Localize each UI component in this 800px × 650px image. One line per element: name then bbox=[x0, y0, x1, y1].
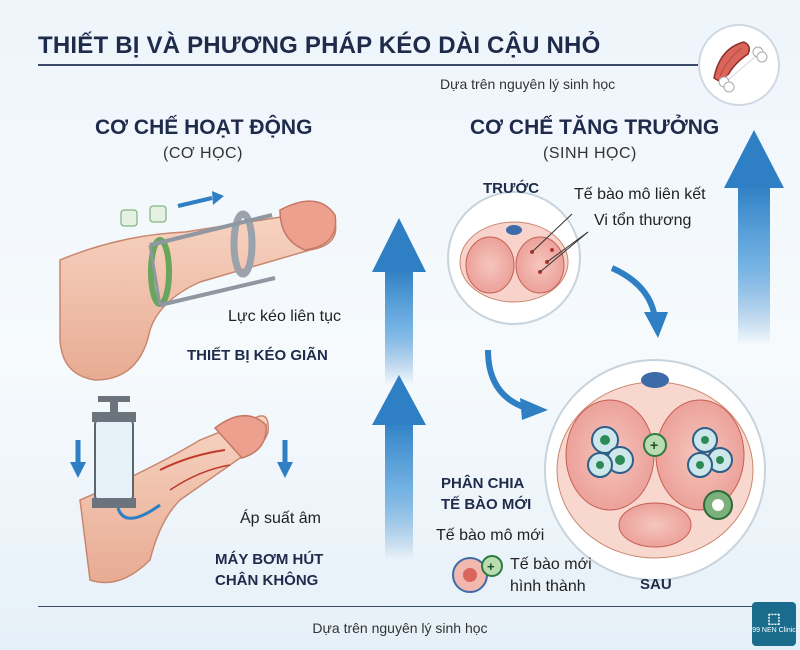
biological-heading: CƠ CHẾ TĂNG TRƯỞNG bbox=[470, 116, 720, 139]
new-tissue-label: Tế bào mô mới bbox=[436, 527, 545, 544]
cross-section-before bbox=[447, 191, 589, 325]
muscle-bone-icon bbox=[698, 24, 780, 106]
traction-force-label: Lực kéo liên tục bbox=[228, 308, 341, 325]
curved-arrow-down bbox=[610, 265, 658, 319]
vacuum-pump-illustration bbox=[70, 396, 293, 584]
logo-text: 99 NEN Clinic bbox=[752, 627, 796, 634]
curved-arrow-right bbox=[485, 349, 528, 411]
traction-device-label: THIẾT BỊ KÉO GIÃN bbox=[187, 347, 328, 364]
vacuum-pump-label-line2: CHÂN KHÔNG bbox=[215, 572, 319, 589]
negative-pressure-label: Áp suất âm bbox=[240, 510, 321, 527]
new-cell-label-line2: hình thành bbox=[510, 578, 586, 595]
mechanical-heading: CƠ CHẾ HOẠT ĐỘNG bbox=[95, 116, 313, 139]
connective-tissue-label: Tế bào mô liên kết bbox=[574, 186, 706, 203]
title-divider bbox=[38, 64, 728, 66]
traction-device-illustration bbox=[59, 191, 337, 381]
footer-divider bbox=[38, 606, 762, 607]
vacuum-pump-label-line1: MÁY BƠM HÚT bbox=[215, 551, 324, 568]
cell-division-label-line2: TẾ BÀO MỚI bbox=[441, 496, 532, 513]
svg-text:+: + bbox=[487, 559, 495, 574]
new-cell-label-line1: Tế bào mới bbox=[510, 556, 592, 573]
mechanical-subheading: (CƠ HỌC) bbox=[163, 145, 243, 162]
new-cell-icon: + bbox=[452, 555, 503, 593]
logo-mark-icon: ⬚ bbox=[767, 610, 781, 626]
cross-section-after: + bbox=[544, 359, 766, 581]
clinic-logo: ⬚ 99 NEN Clinic bbox=[752, 602, 796, 646]
page-subtitle: Dựa trên nguyên lý sinh học bbox=[440, 76, 616, 92]
svg-text:+: + bbox=[650, 437, 658, 453]
biological-subheading: (SINH HỌC) bbox=[543, 145, 637, 162]
micro-injury-label: Vi tổn thương bbox=[594, 212, 692, 229]
cell-division-label-line1: PHÂN CHIA bbox=[441, 475, 525, 492]
page-title: THIẾT BỊ VÀ PHƯƠNG PHÁP KÉO DÀI CẬU NHỎ bbox=[38, 32, 601, 59]
growth-arrow-left-1 bbox=[372, 218, 426, 385]
growth-arrow-left-2 bbox=[372, 375, 426, 560]
after-label: SAU bbox=[640, 576, 672, 593]
growth-arrow-right bbox=[724, 130, 784, 345]
footer-text: Dựa trên nguyên lý sinh học bbox=[312, 620, 488, 636]
before-label: TRƯỚC bbox=[483, 180, 540, 197]
